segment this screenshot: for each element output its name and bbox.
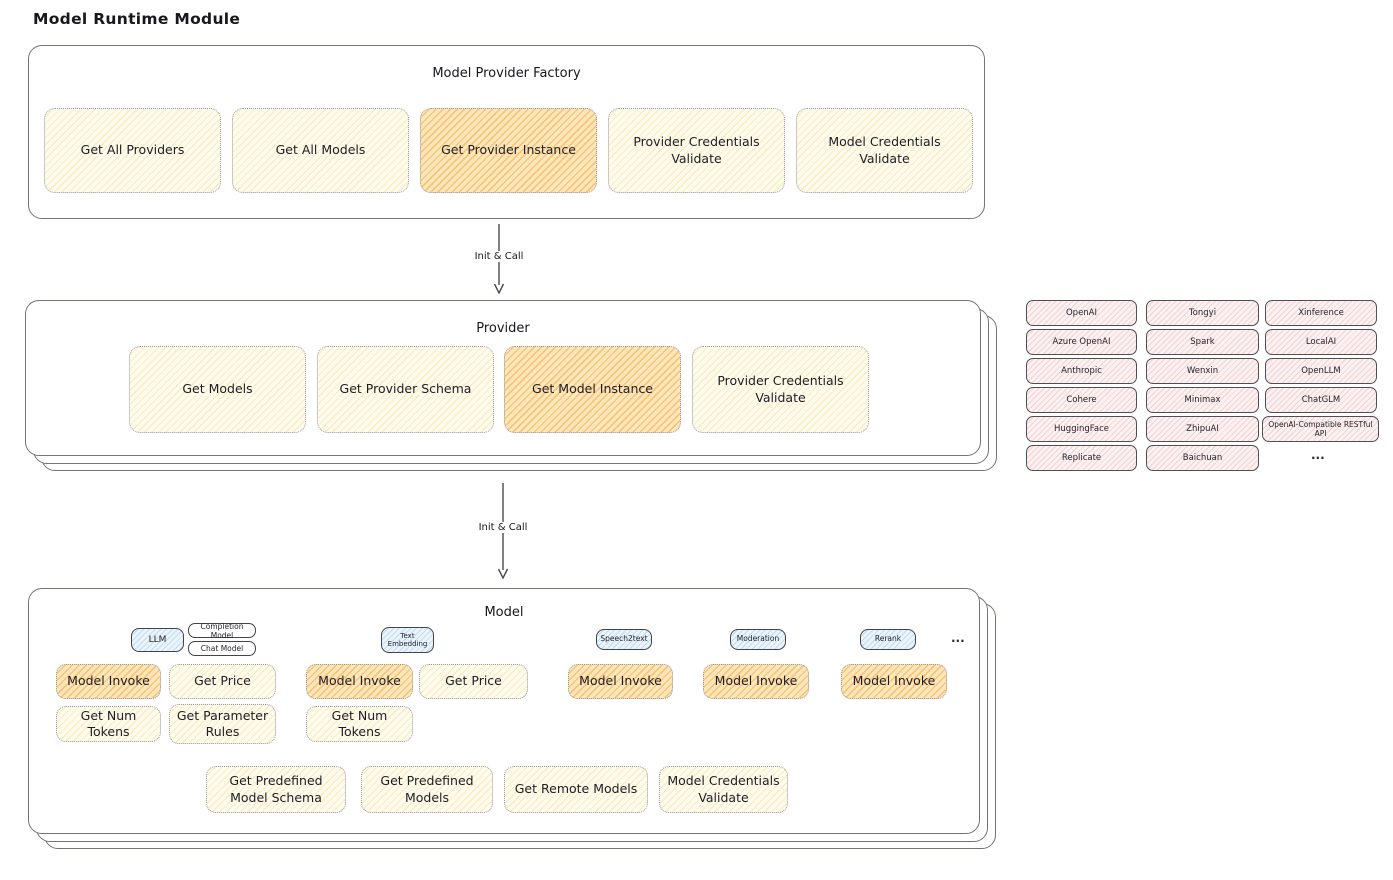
model-panel-front: Model LLM Completion Model Chat Model Te…: [28, 588, 980, 834]
provider-chip-localai: LocalAI: [1265, 329, 1377, 355]
provider-panel-front: Provider Get Models Get Provider Schema …: [25, 300, 981, 456]
provider-chip-chatglm: ChatGLM: [1265, 387, 1377, 413]
factory-get-all-models: Get All Models: [232, 108, 409, 193]
provider-provider-credentials-validate: Provider Credentials Validate: [692, 346, 869, 433]
factory-get-provider-instance: Get Provider Instance: [420, 108, 597, 193]
factory-get-all-providers: Get All Providers: [44, 108, 221, 193]
model-credentials-validate: Model Credentials Validate: [659, 766, 788, 813]
providers-more-ellipsis: ...: [1311, 448, 1325, 462]
tag-chat-model: Chat Model: [188, 641, 256, 656]
llm-get-num-tokens: Get Num Tokens: [56, 706, 161, 742]
factory-panel: Model Provider Factory Get All Providers…: [28, 45, 985, 219]
speech2text-model-invoke: Model Invoke: [568, 664, 673, 699]
factory-model-credentials-validate: Model Credentials Validate: [796, 108, 973, 193]
get-predefined-models: Get Predefined Models: [361, 766, 493, 813]
provider-chip-azure-openai: Azure OpenAI: [1026, 329, 1137, 355]
provider-get-provider-schema: Get Provider Schema: [317, 346, 494, 433]
provider-chip-huggingface: HuggingFace: [1026, 416, 1137, 442]
provider-chip-wenxin: Wenxin: [1146, 358, 1259, 384]
model-panel-title: Model: [484, 605, 524, 620]
tag-text-embedding: Text Embedding: [381, 627, 434, 653]
provider-chip-openllm: OpenLLM: [1265, 358, 1377, 384]
provider-get-model-instance: Get Model Instance: [504, 346, 681, 433]
model-panel: Model LLM Completion Model Chat Model Te…: [28, 588, 996, 849]
text-embedding-get-price: Get Price: [419, 664, 528, 699]
tag-speech2text: Speech2text: [596, 629, 652, 650]
provider-panel: Provider Get Models Get Provider Schema …: [25, 300, 997, 471]
llm-model-invoke: Model Invoke: [56, 664, 161, 699]
provider-chip-openai-compatible-restful-api: OpenAI-Compatible RESTful API: [1262, 416, 1379, 442]
factory-provider-credentials-validate: Provider Credentials Validate: [608, 108, 785, 193]
tag-moderation: Moderation: [730, 629, 786, 650]
model-types-more-ellipsis: ...: [951, 631, 965, 645]
rerank-model-invoke: Model Invoke: [841, 664, 947, 699]
provider-chip-spark: Spark: [1146, 329, 1259, 355]
provider-chip-minimax: Minimax: [1146, 387, 1259, 413]
get-remote-models: Get Remote Models: [504, 766, 648, 813]
moderation-model-invoke: Model Invoke: [703, 664, 809, 699]
llm-get-parameter-rules: Get Parameter Rules: [169, 704, 276, 744]
tag-rerank: Rerank: [860, 629, 916, 650]
init-call-label-2: Init & Call: [474, 522, 532, 533]
provider-panel-title: Provider: [476, 321, 530, 336]
provider-chip-zhipuai: ZhipuAI: [1146, 416, 1259, 442]
llm-get-price: Get Price: [169, 664, 276, 699]
provider-chip-tongyi: Tongyi: [1146, 300, 1259, 326]
provider-chip-replicate: Replicate: [1026, 445, 1137, 471]
providers-grid: OpenAI Azure OpenAI Anthropic Cohere Hug…: [1026, 300, 1381, 472]
tag-completion-model: Completion Model: [188, 622, 256, 640]
provider-chip-openai: OpenAI: [1026, 300, 1137, 326]
provider-chip-baichuan: Baichuan: [1146, 445, 1259, 471]
get-predefined-model-schema: Get Predefined Model Schema: [206, 766, 346, 813]
text-embedding-model-invoke: Model Invoke: [306, 664, 413, 699]
provider-chip-anthropic: Anthropic: [1026, 358, 1137, 384]
factory-panel-title: Model Provider Factory: [432, 66, 581, 81]
page-title: Model Runtime Module: [33, 10, 241, 28]
init-call-label-1: Init & Call: [470, 251, 528, 262]
provider-chip-cohere: Cohere: [1026, 387, 1137, 413]
provider-chip-xinference: Xinference: [1265, 300, 1377, 326]
provider-get-models: Get Models: [129, 346, 306, 433]
text-embedding-get-num-tokens: Get Num Tokens: [306, 706, 413, 742]
tag-llm: LLM: [131, 628, 184, 652]
